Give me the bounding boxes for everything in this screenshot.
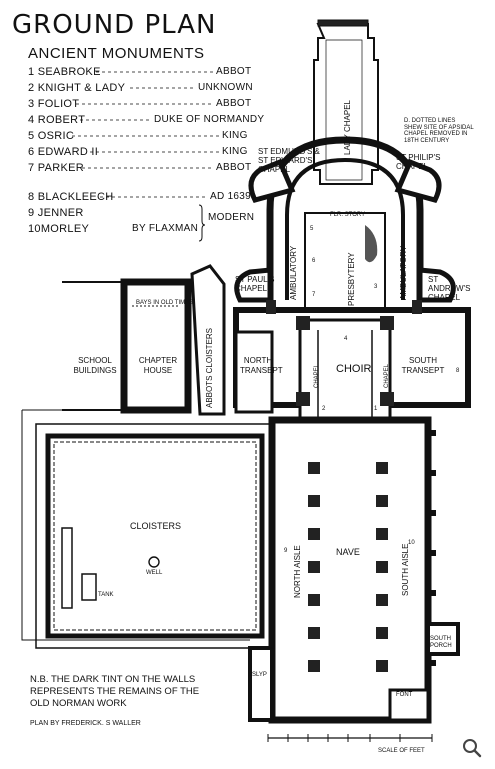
legend-row: 7 PARKER xyxy=(28,162,85,174)
presbytery-label: PRESBYTERY xyxy=(347,252,356,306)
slyp-label: SLYP xyxy=(252,672,267,678)
legend-row: 9 JENNER xyxy=(28,207,84,219)
monument-marker-4: 4 xyxy=(344,336,348,342)
north-transept-label: NORTH TRANSEPT xyxy=(240,356,283,375)
search-icon[interactable] xyxy=(461,737,483,759)
font-label: FONT xyxy=(396,692,413,698)
legend-row: 4 ROBERT xyxy=(28,114,86,126)
scale-label: SCALE OF FEET xyxy=(378,748,425,754)
monument-marker-9: 9 xyxy=(284,548,288,554)
abbots-cloisters-label: ABBOTS CLOISTERS xyxy=(205,327,214,408)
legend-row: 10MORLEY xyxy=(28,223,90,235)
south-aisle-label: SOUTH AISLE xyxy=(401,543,410,596)
st-philips-label: ST PHILIP'S CHAPEL xyxy=(396,153,441,171)
legend-row: 3 FOLIOT xyxy=(28,98,80,110)
legend-row: 1 SEABROKE xyxy=(28,66,101,78)
north-aisle-label: NORTH AISLE xyxy=(293,545,302,598)
pulpitum-label: FLR. STORY xyxy=(330,212,366,218)
monument-marker-2: 2 xyxy=(322,406,326,412)
legend-row: 8 BLACKLEECH xyxy=(28,191,114,203)
legend-row: 2 KNIGHT & LADY xyxy=(28,82,126,94)
monument-marker-3: 3 xyxy=(374,284,378,290)
south-transept-label: SOUTH TRANSEPT xyxy=(401,356,445,375)
chapter-house-label: CHAPTER HOUSE xyxy=(138,356,178,375)
monument-marker-1: 1 xyxy=(374,406,378,412)
page-title: GROUND PLAN xyxy=(12,10,217,40)
monument-marker-6: 6 xyxy=(312,258,316,264)
south-porch-label: SOUTH PORCH xyxy=(430,636,452,649)
plan-credit: PLAN BY FREDERICK. S WALLER xyxy=(30,720,141,727)
norman-work-note: N.B. THE DARK TINT ON THE WALLS REPRESEN… xyxy=(30,674,200,709)
choir-label: CHOIR xyxy=(336,363,372,375)
legend-row: 5 OSRIC xyxy=(28,130,75,142)
dotted-lines-note: D. DOTTED LINES SHEW SITE OF APSIDAL CHA… xyxy=(404,118,474,144)
legend-subtitle: ANCIENT MONUMENTS xyxy=(28,45,205,62)
st-edmunds-label: ST EDMUND'S & ST EDWARD'S CHAPEL xyxy=(258,147,320,174)
legend-row: 6 EDWARD II xyxy=(28,146,99,158)
st-andrews-label: ST ANDREW'S CHAPEL xyxy=(428,275,471,302)
monument-marker-7: 7 xyxy=(312,292,316,298)
monument-marker-5: 5 xyxy=(310,226,314,232)
south-choir-chapel-label: CHAPEL xyxy=(384,363,390,388)
well-label: WELL xyxy=(146,570,163,576)
nave-label: NAVE xyxy=(336,547,360,557)
north-choir-chapel-label: CHAPEL xyxy=(314,363,320,388)
ambulatory-south-label: AMBULATORY xyxy=(399,245,408,300)
monument-marker-10: 10 xyxy=(408,540,415,546)
lady-chapel-label: LADY CHAPEL xyxy=(343,100,352,155)
st-pauls-label: ST PAUL'S CHAPEL xyxy=(235,275,275,293)
bays-old-times-label: BAYS IN OLD TIMES xyxy=(136,300,194,306)
school-buildings-label: SCHOOL BUILDINGS xyxy=(73,356,117,375)
cloisters-label: CLOISTERS xyxy=(130,521,182,531)
tank-label: TANK xyxy=(98,592,114,598)
monument-marker-8: 8 xyxy=(456,368,460,374)
modern-label: MODERN xyxy=(208,212,255,223)
ambulatory-north-label: AMBULATORY xyxy=(289,245,298,300)
